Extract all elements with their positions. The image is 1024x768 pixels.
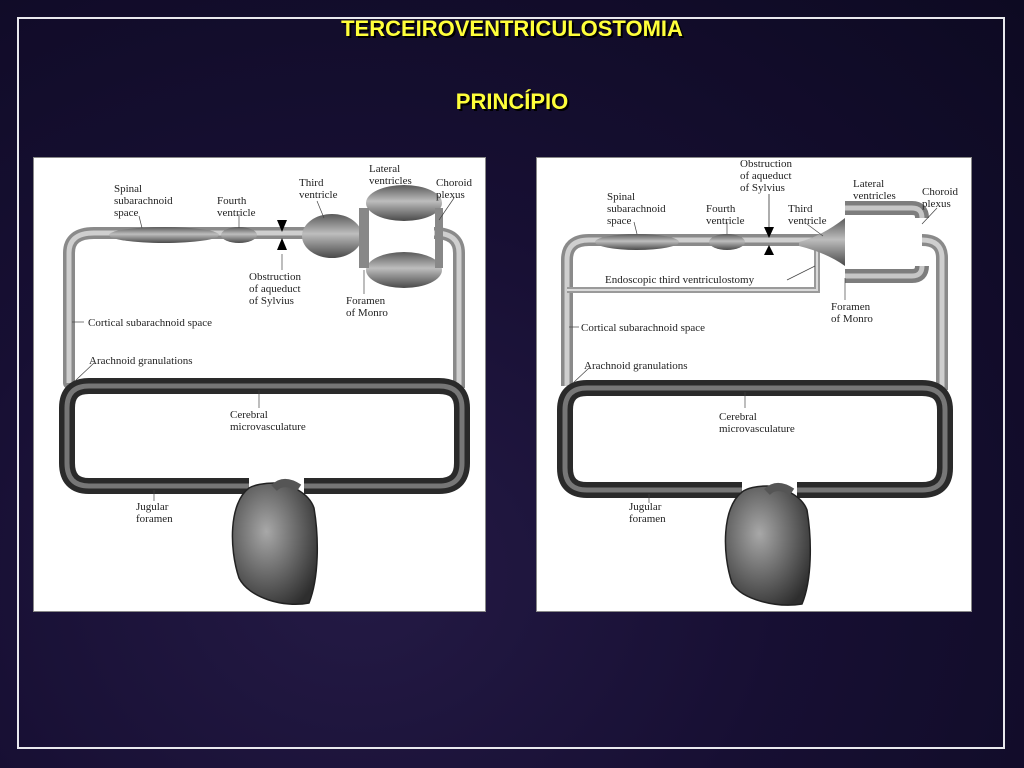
obstruction-arrow-bottom — [764, 245, 774, 255]
choroid-plexus-label: Choroid plexus — [922, 186, 961, 210]
csf-return-pathway — [921, 234, 948, 390]
third-ventricle-shape — [799, 218, 845, 266]
fourth-ventricle-label: Fourth ventricle — [217, 195, 256, 219]
left-csf-diagram: Spinal subarachnoid space Fourth ventric… — [59, 163, 475, 605]
jugular-label: Jugular foramen — [136, 501, 173, 525]
fourth-ventricle-shape — [709, 234, 745, 250]
foramen-monro-label: Foramen of Monro — [346, 295, 388, 319]
cerebral-label: Cerebral microvasculature — [719, 411, 795, 435]
jugular-label: Jugular foramen — [629, 501, 666, 525]
right-diagram-panel: Obstruction of aqueduct of Sylvius Later… — [536, 157, 972, 612]
slide-subtitle: PRINCÍPIO — [455, 89, 569, 114]
endoscopic-label: Endoscopic third ventriculostomy — [605, 274, 755, 286]
blood-circulation-loop — [59, 378, 470, 494]
lateral-ventricle-upper — [366, 185, 442, 221]
obstruction-label: Obstruction of aqueduct of Sylvius — [740, 158, 795, 194]
third-ventricle-shape — [302, 214, 362, 258]
heart-shape — [231, 482, 319, 605]
lateral-ventricles-label: Lateral ventricles — [369, 163, 412, 187]
right-csf-diagram: Obstruction of aqueduct of Sylvius Later… — [557, 158, 961, 606]
lateral-ventricles-label: Lateral ventricles — [853, 178, 896, 202]
obstruction-arrow-top — [277, 220, 287, 232]
third-ventricle-label: Third ventricle — [299, 177, 338, 201]
blood-circulation-loop — [557, 380, 953, 498]
left-diagram-panel: Spinal subarachnoid space Fourth ventric… — [33, 157, 486, 612]
arachnoid-label: Arachnoid granulations — [89, 355, 193, 367]
cortical-label: Cortical subarachnoid space — [581, 322, 705, 334]
fourth-ventricle-shape — [221, 227, 257, 243]
fourth-ventricle-label: Fourth ventricle — [706, 203, 745, 227]
spinal-space-shape — [109, 227, 219, 243]
obstruction-arrow-bottom — [277, 238, 287, 250]
third-ventricle-label: Third ventricle — [788, 203, 827, 227]
cerebral-label: Cerebral microvasculature — [230, 409, 306, 433]
cortical-label: Cortical subarachnoid space — [88, 317, 212, 329]
heart-shape — [724, 485, 812, 606]
spinal-label: Spinal subarachnoid space — [114, 183, 175, 219]
obstruction-arrow-top — [764, 227, 774, 238]
choroid-plexus-label: Choroid plexus — [436, 177, 475, 201]
lateral-ventricle-lower — [366, 252, 442, 288]
slide-frame — [17, 17, 1005, 749]
spinal-label: Spinal subarachnoid space — [607, 191, 668, 227]
slide-title: TERCEIROVENTRICULOSTOMIA — [341, 16, 683, 41]
obstruction-label: Obstruction of aqueduct of Sylvius — [249, 271, 304, 307]
arachnoid-label: Arachnoid granulations — [584, 360, 688, 372]
foramen-monro-label: Foramen of Monro — [831, 301, 873, 325]
spinal-space-shape — [595, 234, 679, 250]
